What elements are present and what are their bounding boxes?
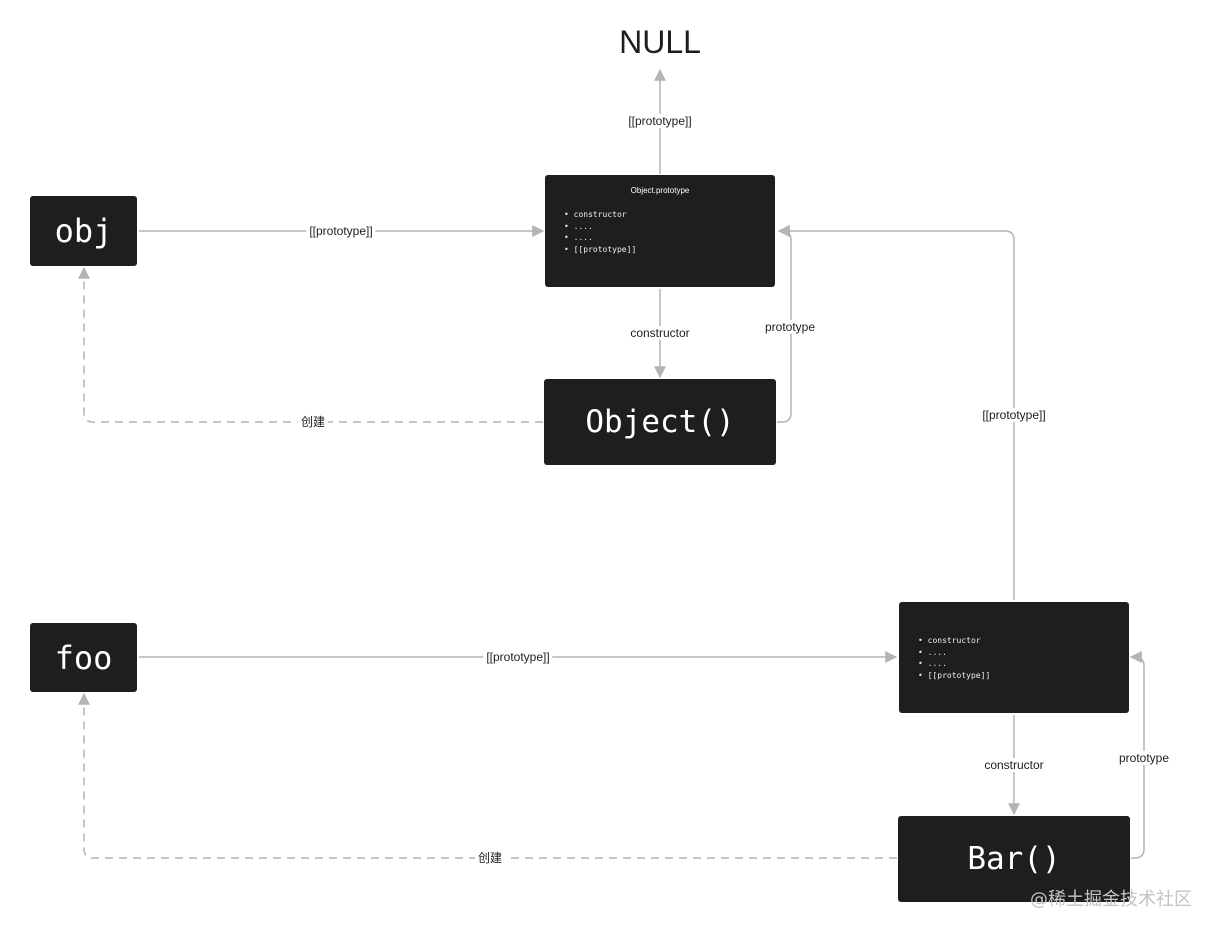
foo-node[interactable]: foo	[30, 623, 137, 692]
object-constructor-node[interactable]: Object()	[544, 379, 776, 465]
label-obj-to-objproto: [[prototype]]	[306, 224, 376, 238]
label-foo-to-barproto: [[prototype]]	[483, 650, 553, 664]
label-barproto-constructor: constructor	[981, 758, 1047, 772]
object-prototype-node[interactable]: Object.prototype constructor .... .... […	[545, 175, 775, 287]
bar-prototype-members: constructor .... .... [[prototype]]	[918, 635, 991, 682]
object-prototype-members: constructor .... .... [[prototype]]	[564, 209, 637, 256]
label-barfn-prototype: prototype	[1115, 751, 1173, 765]
edge-barfn-creates-foo	[78, 692, 897, 859]
label-objproto-to-null: [[prototype]]	[625, 114, 695, 128]
member-item: [[prototype]]	[564, 244, 637, 256]
null-node: NULL	[619, 24, 701, 60]
member-item: [[prototype]]	[918, 670, 991, 682]
edge-barproto-to-objproto	[777, 225, 1015, 600]
member-item: ....	[564, 221, 636, 233]
bar-constructor-node[interactable]: Bar()	[898, 816, 1130, 902]
obj-node[interactable]: obj	[30, 196, 137, 266]
object-prototype-title: Object.prototype	[630, 186, 690, 195]
member-item: ....	[918, 658, 990, 670]
label-objectfn-prototype: prototype	[761, 320, 819, 334]
label-barfn-creates-foo: 创建	[474, 851, 506, 865]
label-objectfn-creates-obj: 创建	[297, 415, 329, 429]
member-item: ....	[918, 647, 990, 659]
member-item: constructor	[564, 209, 636, 221]
member-item: ....	[564, 232, 636, 244]
member-item: constructor	[918, 635, 990, 647]
label-barproto-to-objproto: [[prototype]]	[979, 408, 1049, 422]
edge-objectfn-creates-obj	[78, 266, 543, 423]
label-objproto-constructor: constructor	[627, 326, 693, 340]
watermark: @稀土掘金技术社区	[1030, 889, 1192, 910]
bar-prototype-node[interactable]: constructor .... .... [[prototype]]	[899, 602, 1129, 713]
